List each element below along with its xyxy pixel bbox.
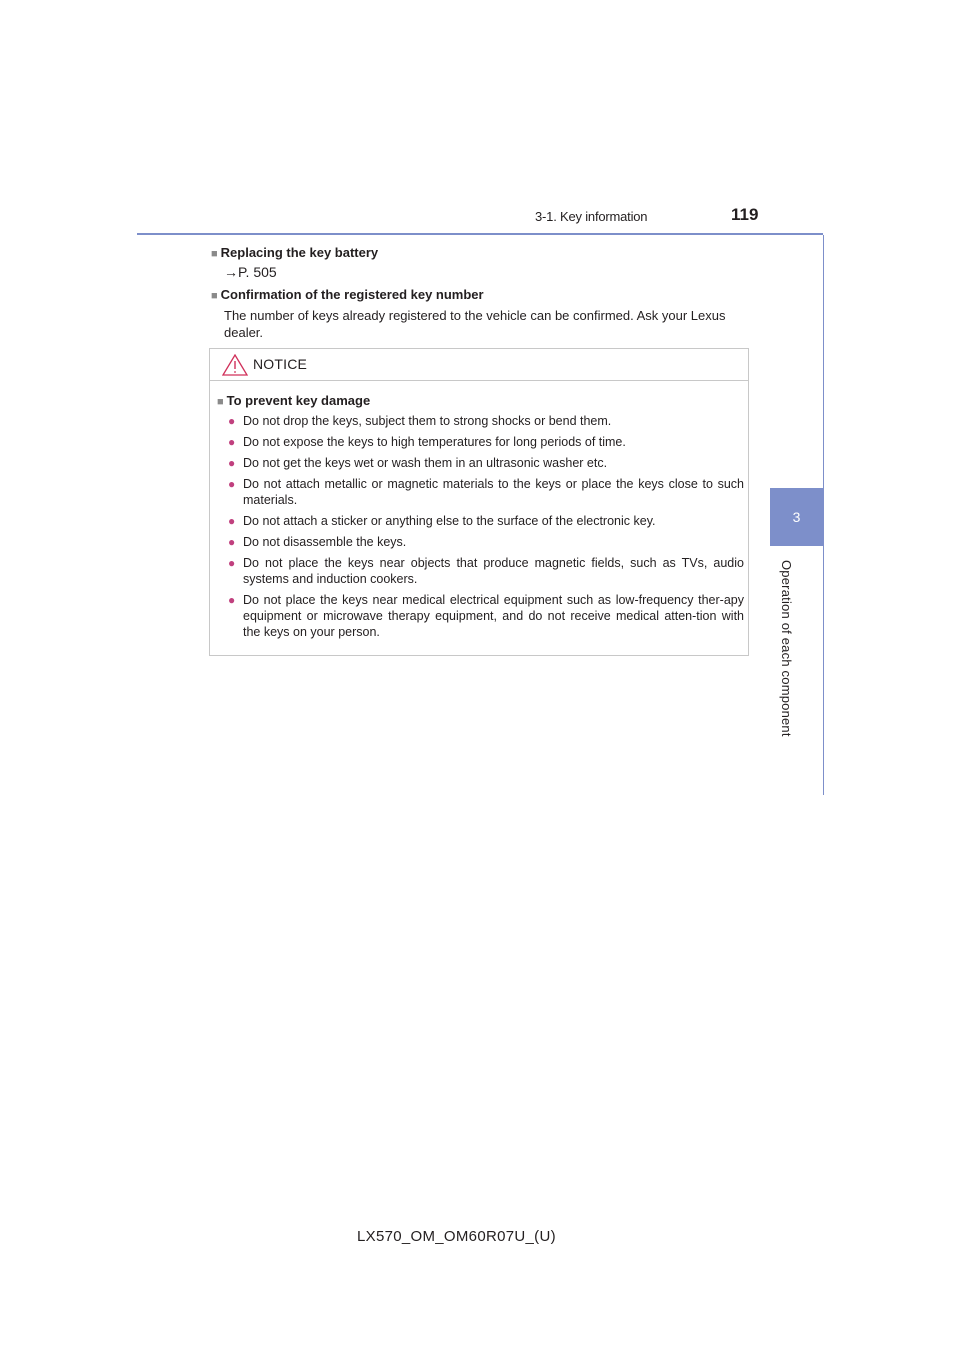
warning-triangle-icon xyxy=(222,354,248,376)
section-paragraph: The number of keys already registered to… xyxy=(224,308,726,340)
section-heading-battery: ■Replacing the key battery xyxy=(211,245,378,260)
list-item-text: Do not expose the keys to high temperatu… xyxy=(243,435,626,449)
side-rule xyxy=(823,235,824,795)
list-item: ● Do not expose the keys to high temperat… xyxy=(228,434,744,450)
list-item: ● Do not get the keys wet or wash them in… xyxy=(228,455,744,471)
chapter-tab: 3 xyxy=(770,488,823,546)
bullet-icon: ● xyxy=(228,556,236,570)
chapter-number: 3 xyxy=(792,509,801,525)
bullet-icon: ● xyxy=(228,535,236,549)
square-bullet-icon: ■ xyxy=(217,396,224,408)
list-item-text: Do not drop the keys, subject them to st… xyxy=(243,414,612,428)
bullet-icon: ● xyxy=(228,435,236,449)
bullet-icon: ● xyxy=(228,477,236,491)
section-heading-label: Replacing the key battery xyxy=(220,245,379,260)
list-item: ● Do not place the keys near objects that… xyxy=(228,555,744,587)
notice-subheading: ■To prevent key damage xyxy=(217,393,370,408)
bullet-icon: ● xyxy=(228,414,236,428)
list-item: ● Do not drop the keys, subject them to s… xyxy=(228,413,744,429)
footer-doc-id: LX570_OM_OM60R07U_(U) xyxy=(357,1228,556,1245)
page-number: 119 xyxy=(731,205,759,224)
header-section-title: 3-1. Key information xyxy=(535,209,648,224)
section-heading-registered-keys: ■Confirmation of the registered key numb… xyxy=(211,287,484,302)
list-item: ● Do not attach a sticker or anything els… xyxy=(228,513,744,529)
notice-subheading-label: To prevent key damage xyxy=(226,393,371,408)
page-reference-link[interactable]: →P. 505 xyxy=(224,264,277,280)
list-item-text: Do not get the keys wet or wash them in … xyxy=(243,456,608,470)
list-item-text: Do not place the keys near objects that … xyxy=(243,556,744,586)
header-rule xyxy=(137,233,823,235)
list-item-text: Do not disassemble the keys. xyxy=(243,535,407,549)
list-item-text: Do not attach metallic or magnetic mater… xyxy=(243,477,744,507)
bullet-icon: ● xyxy=(228,514,236,528)
list-item: ● Do not disassemble the keys. xyxy=(228,534,744,550)
bullet-icon: ● xyxy=(228,456,236,470)
list-item-text: Do not attach a sticker or anything else… xyxy=(243,514,656,528)
notice-title: NOTICE xyxy=(253,356,308,372)
list-item: ● Do not place the keys near medical elec… xyxy=(228,592,744,640)
square-bullet-icon: ■ xyxy=(211,248,218,260)
square-bullet-icon: ■ xyxy=(211,290,218,302)
notice-list: ● Do not drop the keys, subject them to s… xyxy=(228,413,744,645)
section-heading-label: Confirmation of the registered key numbe… xyxy=(220,287,484,302)
notice-box: NOTICE ■To prevent key damage ● Do not dr… xyxy=(209,348,749,656)
list-item-text: Do not place the keys near medical elect… xyxy=(243,593,744,639)
list-item: ● Do not attach metallic or magnetic mate… xyxy=(228,476,744,508)
chapter-title: Operation of each component xyxy=(779,560,794,737)
bullet-icon: ● xyxy=(228,593,236,607)
notice-header: NOTICE xyxy=(210,349,748,381)
